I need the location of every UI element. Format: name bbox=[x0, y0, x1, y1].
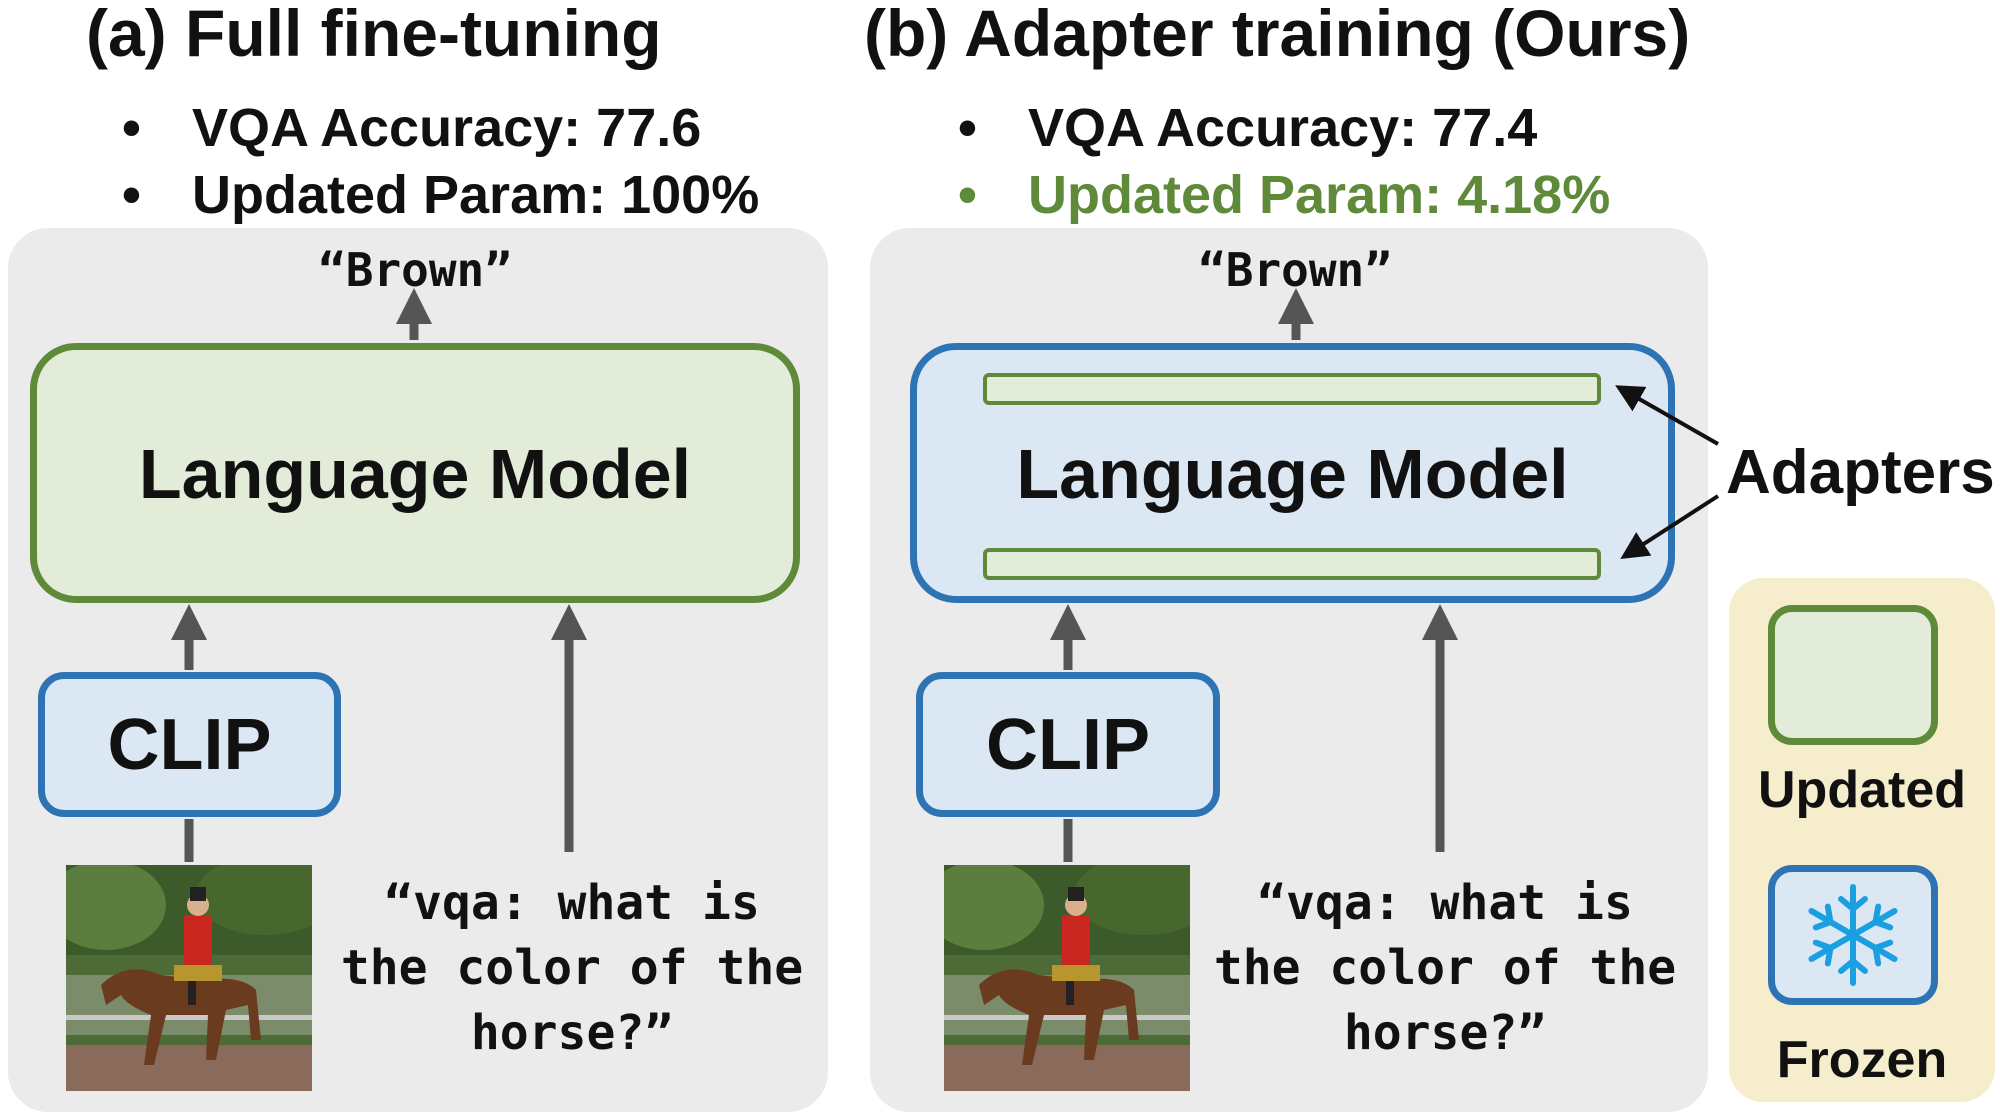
left-panel-title: (a) Full fine-tuning bbox=[86, 0, 662, 70]
left-clip-label: CLIP bbox=[107, 704, 272, 785]
adapters-pointer-top bbox=[1615, 385, 1719, 446]
left-horse-image bbox=[66, 865, 312, 1091]
legend-updated-swatch bbox=[1768, 605, 1938, 745]
accuracy-text: VQA Accuracy: 77.4 bbox=[1028, 98, 1538, 158]
right-clip-box: CLIP bbox=[916, 672, 1220, 817]
left-bullet-accuracy: • VQA Accuracy: 77.6 bbox=[122, 98, 701, 158]
bullet-marker: • bbox=[958, 98, 977, 158]
legend-frozen-label: Frozen bbox=[1776, 1031, 1948, 1089]
right-panel-title: (b) Adapter training (Ours) bbox=[864, 0, 1691, 70]
bullet-marker: • bbox=[122, 98, 141, 158]
params-text: Updated Param: 4.18% bbox=[1028, 165, 1611, 225]
left-language-model-label: Language Model bbox=[138, 435, 692, 513]
right-horse-image bbox=[944, 865, 1190, 1091]
right-clip-label: CLIP bbox=[985, 704, 1150, 785]
right-language-model-label: Language Model bbox=[1016, 435, 1569, 513]
adapters-pointer-bottom bbox=[1620, 494, 1720, 560]
params-text: Updated Param: 100% bbox=[192, 165, 760, 225]
right-question-text: “vqa: what is the color of the horse?” bbox=[1213, 875, 1677, 1061]
right-bullet-accuracy: • VQA Accuracy: 77.4 bbox=[958, 98, 1537, 158]
right-bullet-params: • Updated Param: 4.18% bbox=[958, 165, 1610, 225]
left-bullet-params: • Updated Param: 100% bbox=[122, 165, 759, 225]
adapter-top bbox=[983, 373, 1601, 405]
left-question-text: “vqa: what is the color of the horse?” bbox=[340, 875, 804, 1061]
bullet-marker: • bbox=[122, 165, 141, 225]
accuracy-text: VQA Accuracy: 77.6 bbox=[192, 98, 702, 158]
left-clip-box: CLIP bbox=[38, 672, 341, 817]
adapter-bottom bbox=[983, 548, 1601, 580]
left-language-model-box bbox=[30, 343, 800, 603]
bullet-marker: • bbox=[958, 165, 977, 225]
adapters-label: Adapters bbox=[1726, 438, 1995, 507]
snowflake-icon bbox=[1808, 884, 1898, 986]
legend-updated-label: Updated bbox=[1758, 761, 1966, 819]
